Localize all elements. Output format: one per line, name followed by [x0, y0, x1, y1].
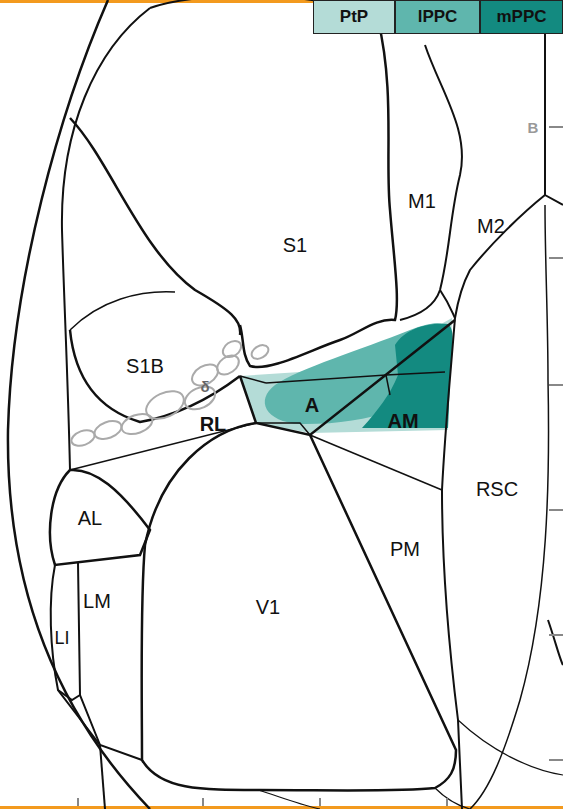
- area-label: M2: [477, 216, 505, 236]
- area-label: S1B: [126, 356, 164, 376]
- area-label: δ: [200, 379, 209, 394]
- legend-text: lPPC: [418, 7, 458, 27]
- area-label: RSC: [476, 479, 518, 499]
- area-label: AL: [78, 508, 102, 528]
- area-label: V1: [256, 597, 280, 617]
- area-label: LM: [83, 591, 111, 611]
- area-label: PM: [390, 539, 420, 559]
- area-label: RL: [200, 414, 227, 434]
- area-label: B: [528, 120, 539, 135]
- area-label: AM: [387, 411, 418, 431]
- area-label: S1: [283, 235, 307, 255]
- area-label: LI: [54, 629, 69, 647]
- area-label: A: [305, 395, 319, 415]
- legend-text: PtP: [340, 7, 368, 27]
- legend-swatch: PtP: [313, 0, 395, 34]
- area-label: M1: [408, 191, 436, 211]
- legend-swatch: mPPC: [480, 0, 563, 34]
- legend-swatch: lPPC: [395, 0, 480, 34]
- legend-text: mPPC: [496, 7, 546, 27]
